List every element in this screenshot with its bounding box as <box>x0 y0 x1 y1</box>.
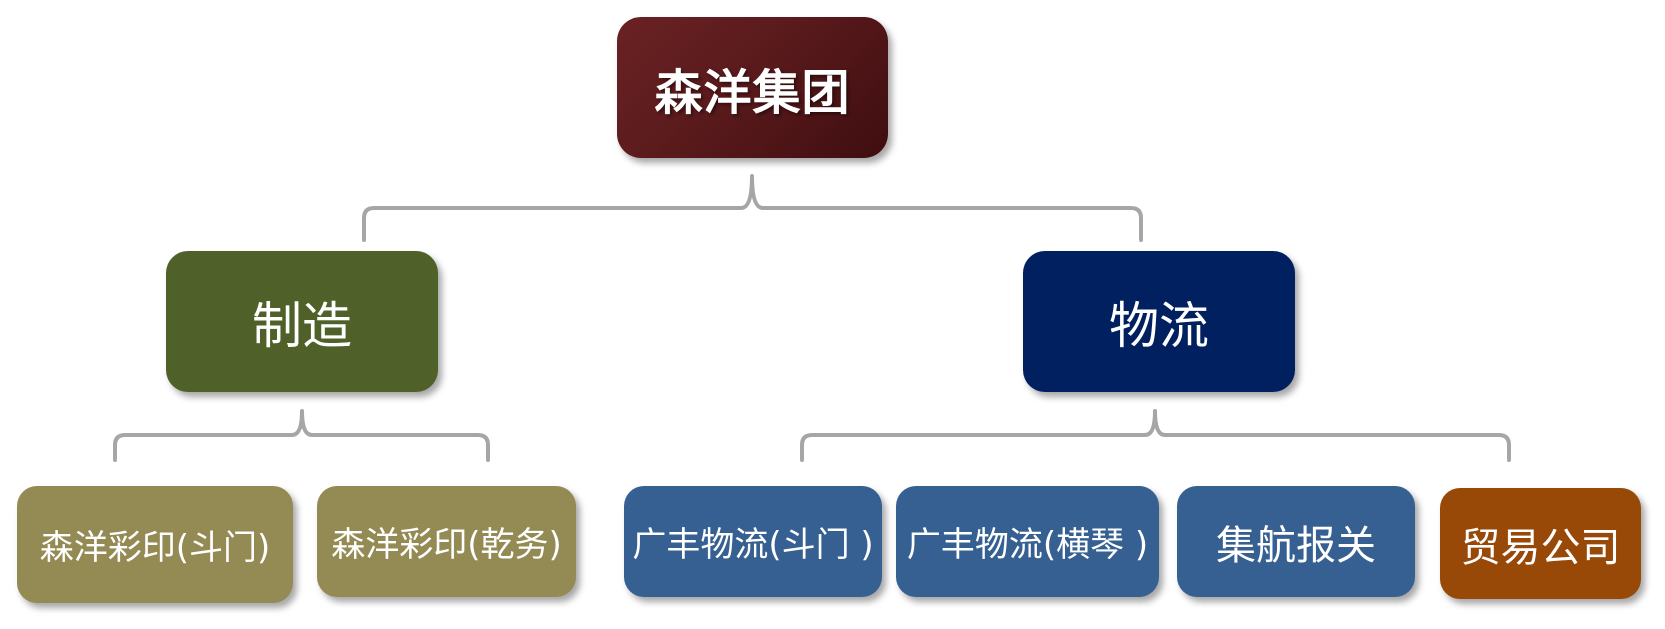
company-label: 贸易公司 <box>1460 524 1621 571</box>
company-node-trading: 贸易公司 <box>1440 488 1641 599</box>
company-label: 广丰物流(斗门 ) <box>632 525 874 565</box>
logistics-bracket <box>800 409 1511 462</box>
company-label: 森洋彩印(乾务) <box>331 525 562 565</box>
division-node-manufacturing: 制造 <box>166 251 438 392</box>
company-label: 广丰物流(横琴 ) <box>906 525 1149 565</box>
division-node-logistics: 物流 <box>1023 251 1295 392</box>
company-node-jihang-customs: 集航报关 <box>1177 486 1415 597</box>
division-label-manufacturing: 制造 <box>252 296 352 355</box>
company-node-senyang-qianwu: 森洋彩印(乾务) <box>317 486 576 597</box>
company-node-guangfeng-hengqin: 广丰物流(横琴 ) <box>896 486 1159 597</box>
manufacturing-bracket <box>113 409 490 462</box>
root-bracket <box>362 174 1143 242</box>
company-node-guangfeng-doumen: 广丰物流(斗门 ) <box>624 486 882 597</box>
company-node-senyang-doumen: 森洋彩印(斗门) <box>17 486 293 603</box>
root-node-label: 森洋集团 <box>654 64 851 121</box>
root-node-senyang-group: 森洋集团 <box>617 17 888 158</box>
company-label: 集航报关 <box>1216 522 1376 569</box>
division-label-logistics: 物流 <box>1109 296 1209 355</box>
company-label: 森洋彩印(斗门) <box>39 528 271 568</box>
